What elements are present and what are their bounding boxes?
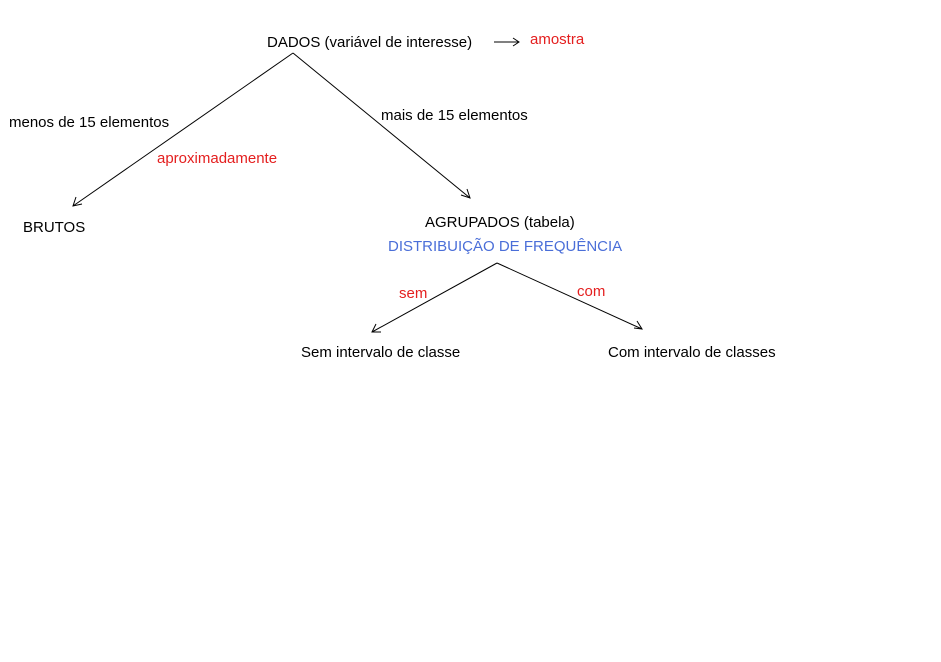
root-side-label: amostra — [530, 31, 585, 48]
brutos-node: BRUTOS — [23, 219, 86, 236]
arrowhead-brutos-icon — [72, 196, 83, 207]
arrowhead-amostra-icon — [512, 37, 520, 47]
left-edge-label: menos de 15 elementos — [9, 114, 170, 131]
com-intervalo-node: Com intervalo de classes — [608, 344, 776, 361]
arrowhead-com-icon — [633, 320, 643, 330]
root-node: DADOS (variável de interesse) — [267, 34, 473, 51]
agrupados-subtitle: DISTRIBUIÇÃO DE FREQUÊNCIA — [388, 238, 623, 255]
right-edge-label: mais de 15 elementos — [381, 107, 528, 124]
edge-agrupados-to-sem — [371, 262, 498, 333]
arrowhead-sem-icon — [371, 323, 381, 333]
edge-root-to-brutos — [72, 52, 294, 207]
agrupados-node: AGRUPADOS (tabela) — [425, 214, 575, 231]
sub-left-edge-label: sem — [399, 285, 428, 302]
sem-intervalo-node: Sem intervalo de classe — [301, 344, 461, 361]
sub-right-edge-label: com — [577, 283, 606, 300]
edge-agrupados-to-com — [496, 262, 643, 330]
arrowhead-agrupados-icon — [460, 188, 471, 199]
left-edge-note: aproximadamente — [157, 150, 278, 167]
edge-root-to-agrupados — [292, 52, 471, 199]
